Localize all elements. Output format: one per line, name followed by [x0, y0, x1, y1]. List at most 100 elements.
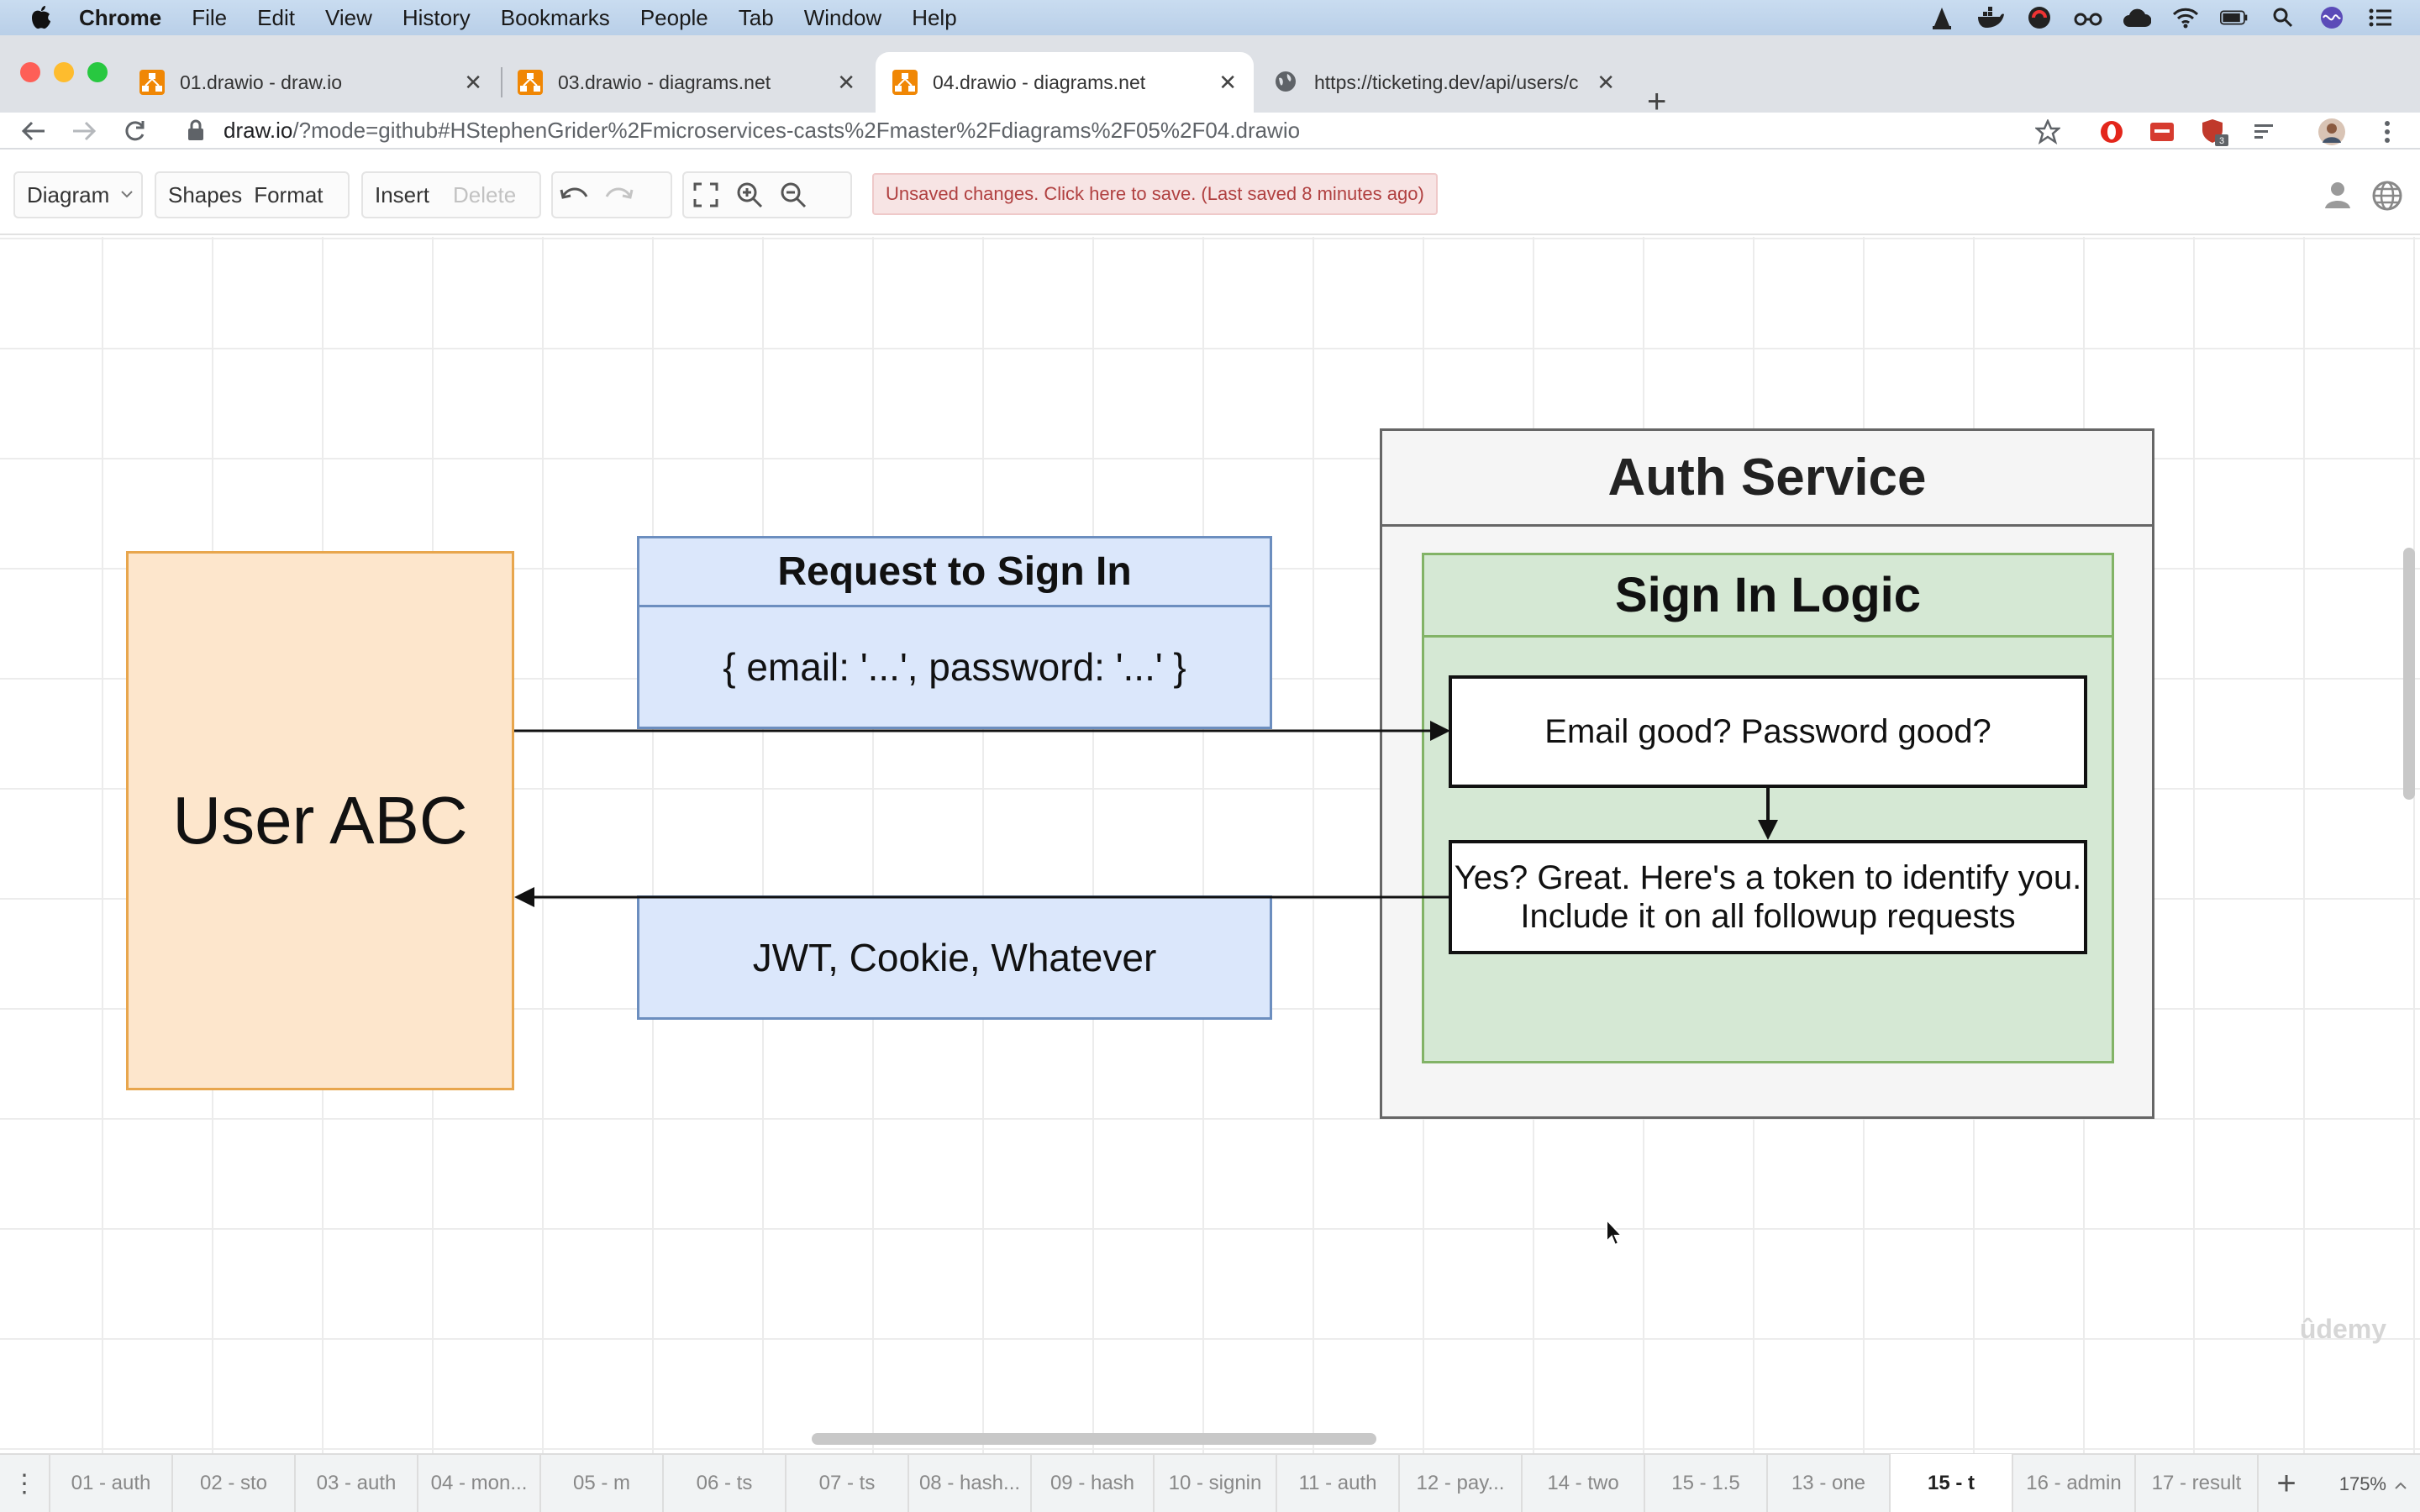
battery-icon[interactable]	[2220, 5, 2249, 30]
vertical-scrollbar[interactable]	[2403, 548, 2415, 800]
close-tab-icon[interactable]: ✕	[837, 69, 855, 95]
language-globe-icon[interactable]	[2371, 180, 2405, 213]
diagram-menu-label: Diagram	[27, 181, 110, 207]
spotlight-search-icon[interactable]	[2269, 5, 2297, 30]
browser-tab-ticketing[interactable]: https://ticketing.dev/api/users/c ✕	[1257, 52, 1632, 113]
page-tab[interactable]: 09 - hash	[1032, 1454, 1155, 1512]
redo-icon[interactable]	[597, 173, 640, 217]
tab-title: 01.drawio - draw.io	[180, 71, 343, 93]
mouse-cursor-icon	[1605, 1217, 1625, 1248]
page-tab[interactable]: 11 - auth	[1277, 1454, 1400, 1512]
add-page-button[interactable]: +	[2276, 1464, 2296, 1502]
page-tab[interactable]: 15 - 1.5	[1645, 1454, 1768, 1512]
browser-tab-strip: 01.drawio - draw.io ✕ 03.drawio - diagra…	[0, 35, 2420, 120]
menu-file[interactable]: File	[192, 4, 228, 30]
page-tab[interactable]: 08 - hash...	[909, 1454, 1032, 1512]
zoom-in-icon[interactable]	[728, 173, 771, 217]
forward-arrow-icon[interactable]	[67, 116, 101, 146]
vlc-icon[interactable]	[1928, 5, 1956, 30]
page-tab[interactable]: 14 - two	[1523, 1454, 1645, 1512]
shield-extension-icon[interactable]: 3	[2200, 118, 2228, 146]
horizontal-scrollbar[interactable]	[812, 1433, 1376, 1445]
shapes-button[interactable]: Shapes	[168, 181, 243, 207]
panels-group: Shapes Format	[155, 171, 350, 218]
user-account-icon[interactable]	[2323, 180, 2356, 213]
page-tab[interactable]: 10 - signin	[1155, 1454, 1277, 1512]
token-issue-box[interactable]: Yes? Great. Here's a token to identify y…	[1449, 840, 2087, 954]
profile-avatar[interactable]	[2317, 118, 2346, 146]
chevron-down-icon	[121, 187, 133, 202]
close-window-button[interactable]	[20, 62, 40, 82]
page-tab[interactable]: 03 - auth	[296, 1454, 418, 1512]
insert-button[interactable]: Insert	[375, 181, 430, 207]
url-field[interactable]: draw.io/?mode=github#HStephenGrider%2Fmi…	[224, 118, 1300, 144]
zoom-control[interactable]: 175%	[2339, 1455, 2407, 1512]
user-box[interactable]: User ABC	[126, 551, 514, 1090]
chrome-menu-icon[interactable]	[2373, 118, 2402, 146]
apple-menu-icon[interactable]	[30, 5, 54, 30]
opera-extension-icon[interactable]	[2097, 118, 2126, 146]
globe-icon	[1274, 70, 1299, 95]
page-tab[interactable]: 04 - mon...	[418, 1454, 541, 1512]
close-tab-icon[interactable]: ✕	[1218, 69, 1237, 95]
browser-tab-03-drawio[interactable]: 03.drawio - diagrams.net ✕	[501, 52, 872, 113]
cloud-icon[interactable]	[2123, 5, 2151, 30]
fullscreen-icon[interactable]	[684, 173, 728, 217]
format-button[interactable]: Format	[254, 181, 324, 207]
siri-icon[interactable]	[2317, 5, 2346, 30]
request-box[interactable]: Request to Sign In { email: '...', passw…	[637, 536, 1272, 729]
reading-list-icon[interactable]	[2250, 118, 2279, 146]
page-tab[interactable]: 02 - sto	[173, 1454, 296, 1512]
delete-button[interactable]: Delete	[453, 181, 517, 207]
tab-divider	[501, 67, 502, 97]
close-tab-icon[interactable]: ✕	[464, 69, 482, 95]
insert-group: Insert Delete	[361, 171, 541, 218]
page-tab[interactable]: 06 - ts	[664, 1454, 786, 1512]
notification-list-icon[interactable]	[2366, 5, 2395, 30]
menu-tab[interactable]: Tab	[738, 4, 774, 30]
zoom-out-icon[interactable]	[771, 173, 815, 217]
menu-bookmarks[interactable]: Bookmarks	[500, 4, 610, 30]
page-tab[interactable]: 07 - ts	[786, 1454, 909, 1512]
unsaved-changes-banner[interactable]: Unsaved changes. Click here to save. (La…	[872, 173, 1438, 215]
udemy-watermark: ûdemy	[2299, 1314, 2386, 1344]
page-tab[interactable]: 17 - result	[2136, 1454, 2259, 1512]
menu-history[interactable]: History	[402, 4, 471, 30]
maximize-window-button[interactable]	[87, 62, 108, 82]
minimize-window-button[interactable]	[54, 62, 74, 82]
browser-tab-04-drawio-active[interactable]: 04.drawio - diagrams.net ✕	[876, 52, 1254, 113]
menu-window[interactable]: Window	[803, 4, 882, 30]
page-tab[interactable]: 05 - m	[541, 1454, 664, 1512]
logo-icon[interactable]	[2025, 5, 2054, 30]
macos-menubar: Chrome File Edit View History Bookmarks …	[0, 0, 2420, 35]
pages-menu-icon[interactable]: ⋮	[0, 1454, 50, 1512]
new-tab-button[interactable]: +	[1647, 83, 1667, 120]
menu-help[interactable]: Help	[912, 4, 957, 30]
wifi-icon[interactable]	[2171, 5, 2200, 30]
undo-icon[interactable]	[553, 173, 597, 217]
red-extension-icon[interactable]	[2148, 118, 2176, 146]
response-box[interactable]: JWT, Cookie, Whatever	[637, 895, 1272, 1020]
page-tab[interactable]: 16 - admin	[2013, 1454, 2136, 1512]
page-tab[interactable]: 13 - one	[1768, 1454, 1891, 1512]
menu-view[interactable]: View	[324, 4, 372, 30]
menu-edit[interactable]: Edit	[257, 4, 295, 30]
close-tab-icon[interactable]: ✕	[1597, 69, 1615, 95]
diagram-menu-button[interactable]: Diagram	[13, 171, 143, 218]
glasses-icon[interactable]	[2074, 5, 2102, 30]
back-arrow-icon[interactable]	[17, 116, 50, 146]
page-tab[interactable]: 01 - auth	[50, 1454, 173, 1512]
reload-icon[interactable]	[118, 116, 151, 146]
menu-people[interactable]: People	[639, 4, 708, 30]
token-issue-line-2: Include it on all followup requests	[1520, 898, 2016, 935]
sign-in-logic-container[interactable]: Sign In Logic	[1422, 553, 2114, 1063]
page-tab[interactable]: 12 - pay...	[1400, 1454, 1523, 1512]
credentials-check-box[interactable]: Email good? Password good?	[1449, 675, 2087, 788]
diagram-canvas[interactable]: User ABC Request to Sign In { email: '..…	[0, 237, 2420, 1453]
bookmark-star-icon[interactable]	[2033, 118, 2062, 146]
menu-app-chrome[interactable]: Chrome	[79, 4, 162, 30]
page-tab-active[interactable]: 15 - t	[1891, 1454, 2013, 1512]
lock-icon[interactable]	[187, 119, 205, 141]
browser-tab-01-drawio[interactable]: 01.drawio - draw.io ✕	[123, 52, 499, 113]
docker-icon[interactable]	[1976, 5, 2005, 30]
